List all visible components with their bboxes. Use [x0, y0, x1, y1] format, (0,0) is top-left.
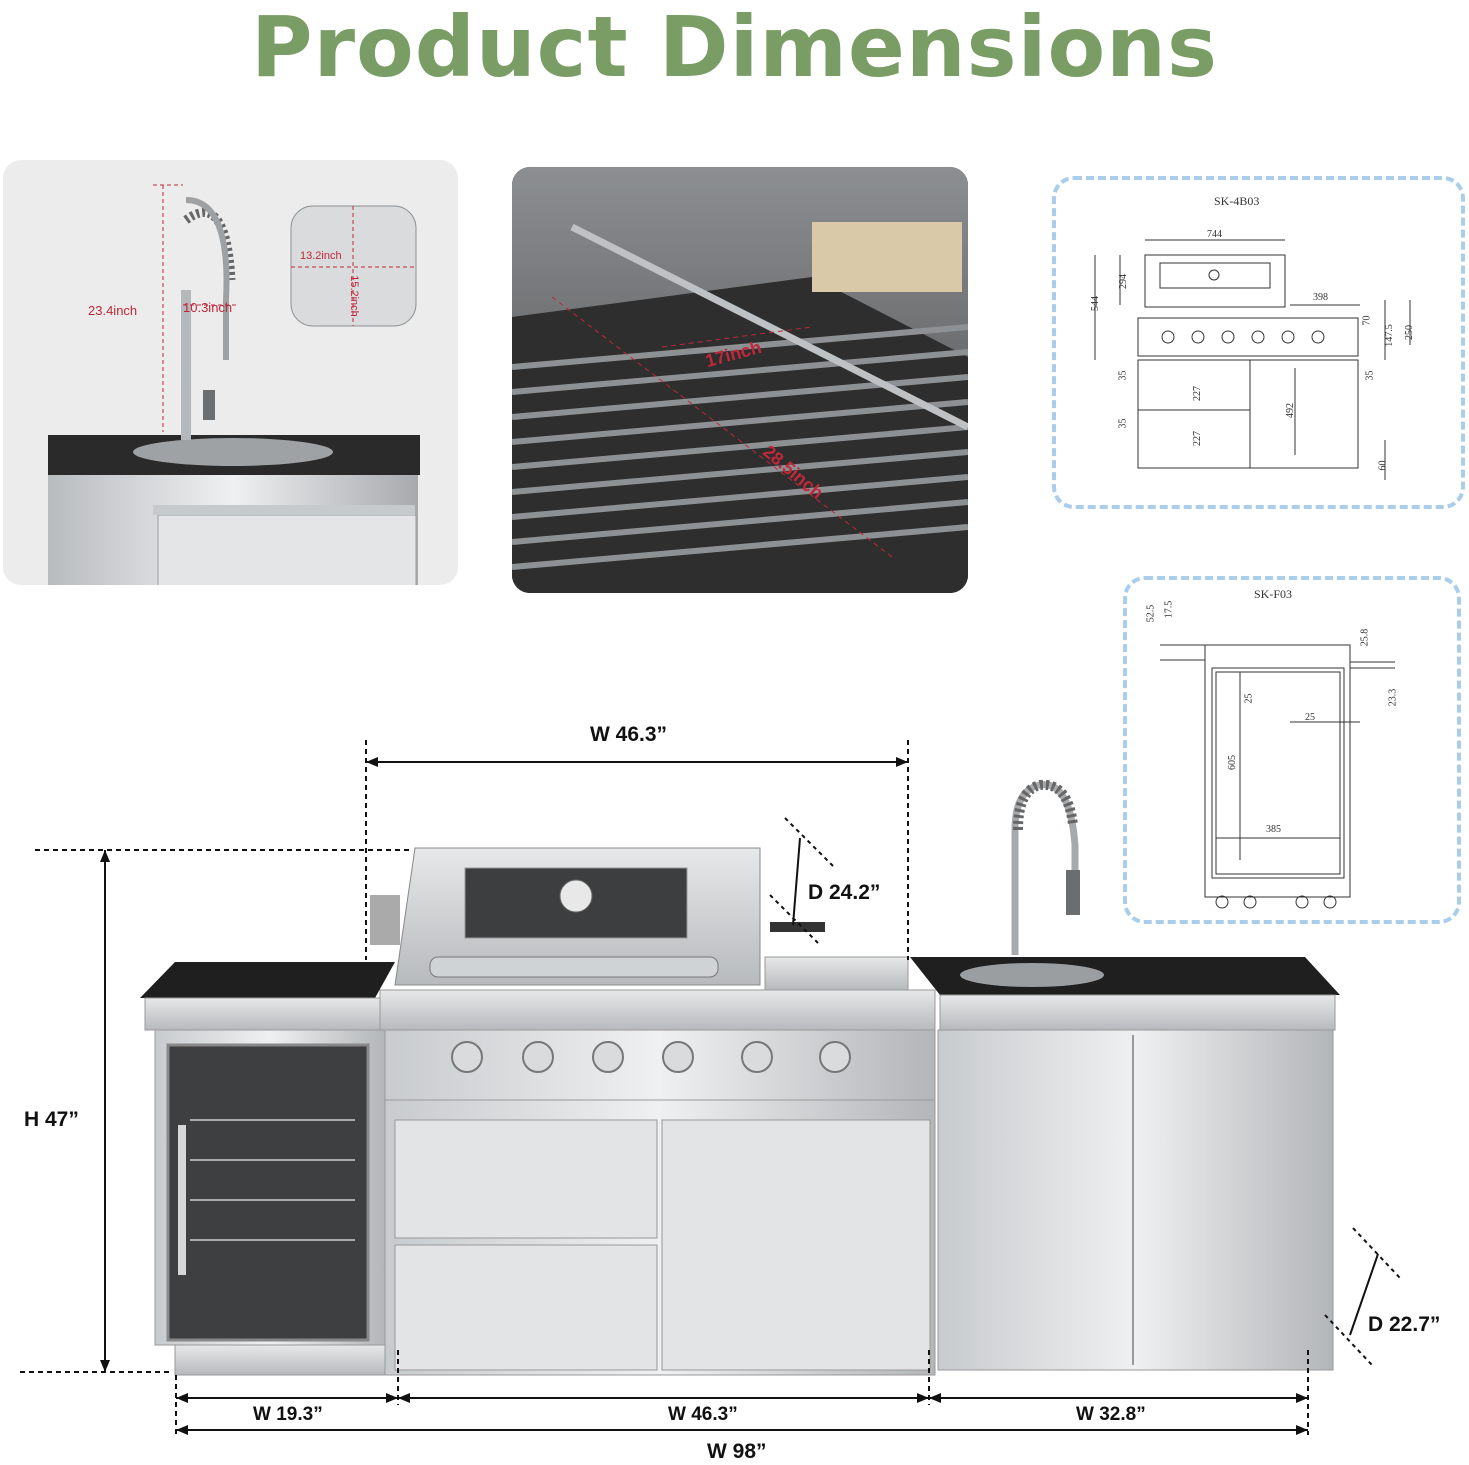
fridge-drawing-box — [1123, 576, 1461, 924]
sink-photo-panel: 23.4inch 10.3inch 13.2inch 15.2inch — [3, 160, 458, 585]
faucet-reach-label: 10.3inch — [183, 300, 233, 315]
sink-depth-label: D 22.7” — [1368, 1313, 1441, 1336]
grill-dim-398: 398 — [1313, 292, 1328, 303]
total-width-label: W 98” — [707, 1440, 767, 1463]
grill-drawing-model: SK-4B03 — [1214, 194, 1260, 208]
grill-dim-744: 744 — [1207, 229, 1222, 240]
sink-photo-illustration — [48, 184, 420, 585]
grill-photo-panel: 17inch 28.5inch — [512, 167, 968, 593]
grill-width-label: W 46.3” — [668, 1404, 738, 1425]
faucet-height-label: 23.4inch — [88, 303, 138, 318]
fridge-drawing-model: SK-F03 — [1254, 587, 1293, 601]
height-label: H 47” — [24, 1108, 79, 1131]
basin-width-label: 13.2inch — [300, 250, 342, 262]
fridge-dim-25b: 25 — [1305, 712, 1315, 723]
grill-depth-label: D 24.2” — [808, 881, 881, 904]
grill-interior-illustration — [512, 167, 968, 593]
fridge-dim-385: 385 — [1266, 824, 1281, 835]
page-title: Product Dimensions — [251, 0, 1218, 96]
sink-width-label: W 32.8” — [1076, 1404, 1146, 1425]
fridge-width-label: W 19.3” — [253, 1404, 323, 1425]
top-width-label: W 46.3” — [590, 723, 668, 746]
grill-drawing-box — [1052, 176, 1465, 509]
